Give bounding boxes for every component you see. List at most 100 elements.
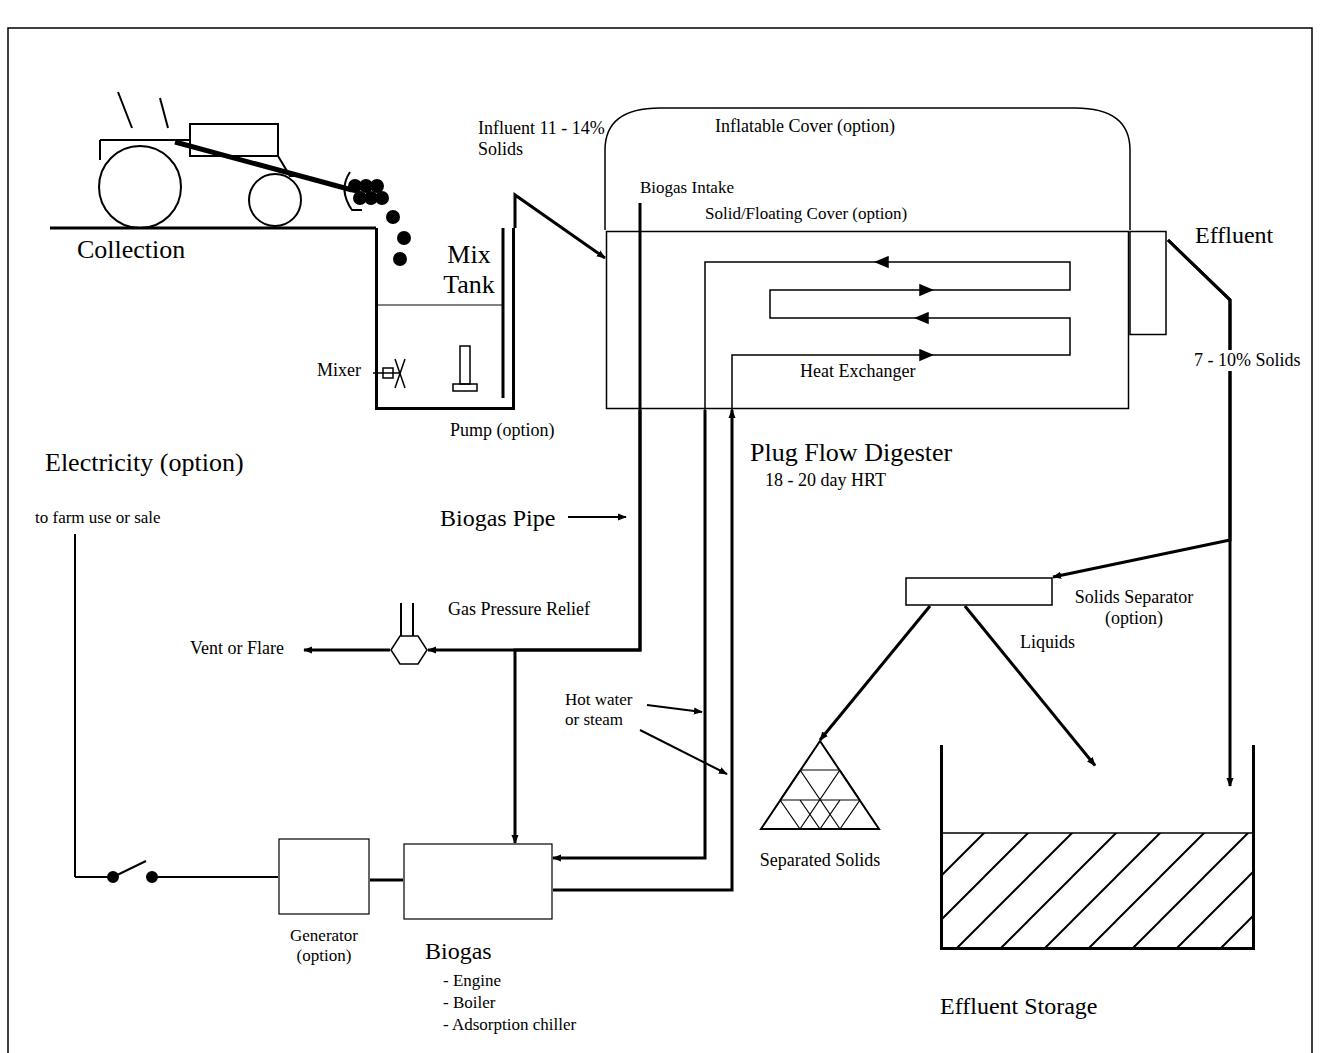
tractor	[249, 174, 301, 226]
mix-tank-outline	[395, 359, 405, 388]
pressure-relief-valve-outline	[390, 635, 428, 665]
solids-pile-outline	[780, 770, 860, 829]
pipe-connector	[965, 606, 1095, 766]
mix-tank-outline	[377, 228, 514, 409]
tractor	[99, 146, 181, 228]
vent-pipes	[401, 603, 413, 637]
stage-label: Collection	[77, 235, 185, 265]
heating-label: Hot water or steam	[565, 690, 647, 729]
mix-tank: Mix TankMixerPump (option)	[375, 228, 515, 410]
stream-label: Effluent	[1195, 222, 1273, 250]
electric-wiring	[74, 534, 76, 877]
electric-wiring	[75, 534, 278, 882]
electric-wiring	[75, 876, 108, 878]
mix-tank-outline	[502, 228, 505, 398]
biogas-use-box-outline	[404, 844, 552, 919]
tractor	[50, 227, 376, 230]
heat-exchanger-coil	[920, 285, 932, 295]
mix-tank-outline	[375, 305, 503, 306]
generator-box: Generator (option)	[278, 838, 370, 915]
pipe-connector	[1168, 240, 1230, 786]
heat-exchanger-coil	[876, 257, 888, 267]
pressure-relief-valve: Gas Pressure Relief	[390, 635, 428, 665]
solids-separator: Solids Separator (option)	[905, 577, 1053, 606]
node-text: Solid/Floating Cover (option)	[705, 204, 907, 224]
tractor	[371, 180, 383, 192]
pipe-label: Biogas Pipe	[440, 505, 555, 533]
mix-tank-outline	[373, 372, 399, 374]
solids-separator-outline	[906, 578, 1052, 605]
tractor	[160, 98, 168, 128]
electric-wiring	[147, 872, 157, 882]
mix-tank-outline	[460, 346, 470, 384]
node-text: Effluent Storage	[940, 993, 1098, 1021]
cover-label: Inflatable Cover (option)	[715, 116, 895, 137]
output-label: Electricity (option)	[45, 448, 244, 478]
node-text: Solids Separator (option)	[1063, 587, 1205, 628]
solids-content-label: 7 - 10% Solids	[1192, 350, 1303, 371]
tractor	[394, 253, 406, 265]
plug-flow-digester: Biogas IntakeSolid/Floating Cover (optio…	[605, 230, 1168, 410]
biogas-use-box-outline	[403, 843, 553, 920]
plug-flow-digester-outline	[607, 232, 1129, 409]
biogas-intake-pipe	[639, 203, 642, 410]
heat-exchanger-coil	[920, 350, 932, 360]
effluent-storage-tank-outline	[940, 833, 1255, 950]
leader-arrows	[304, 649, 390, 652]
heat-exchanger-coil	[705, 257, 1070, 410]
flow-label: Influent 11 - 14% Solids	[478, 118, 618, 159]
pipe-connector	[553, 410, 705, 858]
mix-tank-outline	[375, 228, 515, 410]
node-text: Mix Tank	[430, 240, 508, 300]
leader-arrows	[640, 730, 727, 774]
tractor	[387, 211, 399, 223]
plug-flow-digester-outline	[605, 230, 1168, 410]
effluent-storage-tank-outline	[940, 745, 1255, 950]
inflatable-cover	[605, 108, 1130, 230]
node-text: Pump (option)	[450, 420, 555, 441]
inflatable-cover	[605, 108, 1130, 230]
pipe-connector	[515, 195, 605, 258]
solids-separator-outline	[905, 577, 1053, 606]
plug-flow-digester-outline	[1130, 232, 1166, 335]
node-text: Plug Flow Digester	[750, 438, 952, 468]
node-text: - Adsorption chiller	[443, 1015, 576, 1035]
vent-label: Vent or Flare	[190, 638, 284, 659]
leader-arrows	[568, 516, 626, 518]
frame	[8, 28, 1312, 1053]
mix-tank-outline	[395, 359, 405, 388]
vent-pipes	[400, 603, 402, 637]
heat-exchanger-coil	[916, 313, 928, 323]
solids-pile-outline	[760, 740, 880, 830]
electric-wiring	[108, 872, 118, 882]
node-text: Gas Pressure Relief	[448, 599, 590, 620]
generator-box-outline	[279, 839, 369, 914]
node-text: - Engine	[443, 971, 501, 991]
tractor	[376, 192, 388, 204]
node-text: Biogas Intake	[640, 178, 734, 198]
vent-pipes	[412, 603, 414, 637]
biogas-use-box: Biogas- Engine- Boiler- Adsorption chill…	[403, 843, 553, 920]
effluent-storage-tank-outline	[940, 832, 1255, 834]
node-text: - Boiler	[443, 993, 495, 1013]
pipe-connector	[370, 879, 403, 882]
electric-wiring	[157, 876, 278, 878]
effluent-storage-tank-outline	[942, 745, 1254, 949]
frame	[8, 28, 1312, 1053]
node-text: Separated Solids	[748, 850, 892, 871]
pipe-connector	[428, 410, 640, 650]
pressure-relief-valve-outline	[391, 636, 427, 664]
output-note: to farm use or sale	[35, 508, 161, 528]
tractor	[118, 92, 132, 128]
tractor	[175, 142, 352, 190]
pipe-connector	[515, 410, 640, 843]
leader-arrows	[647, 705, 702, 712]
mix-tank-outline	[453, 384, 477, 391]
solids-pile: Separated Solids	[760, 740, 880, 830]
node-text: Heat Exchanger	[800, 361, 915, 382]
pipe-connector	[553, 410, 732, 890]
node-text: Mixer	[317, 360, 361, 381]
effluent-storage-tank: Effluent Storage	[940, 745, 1255, 950]
tractor	[50, 92, 410, 265]
node-text: Biogas	[425, 938, 492, 966]
